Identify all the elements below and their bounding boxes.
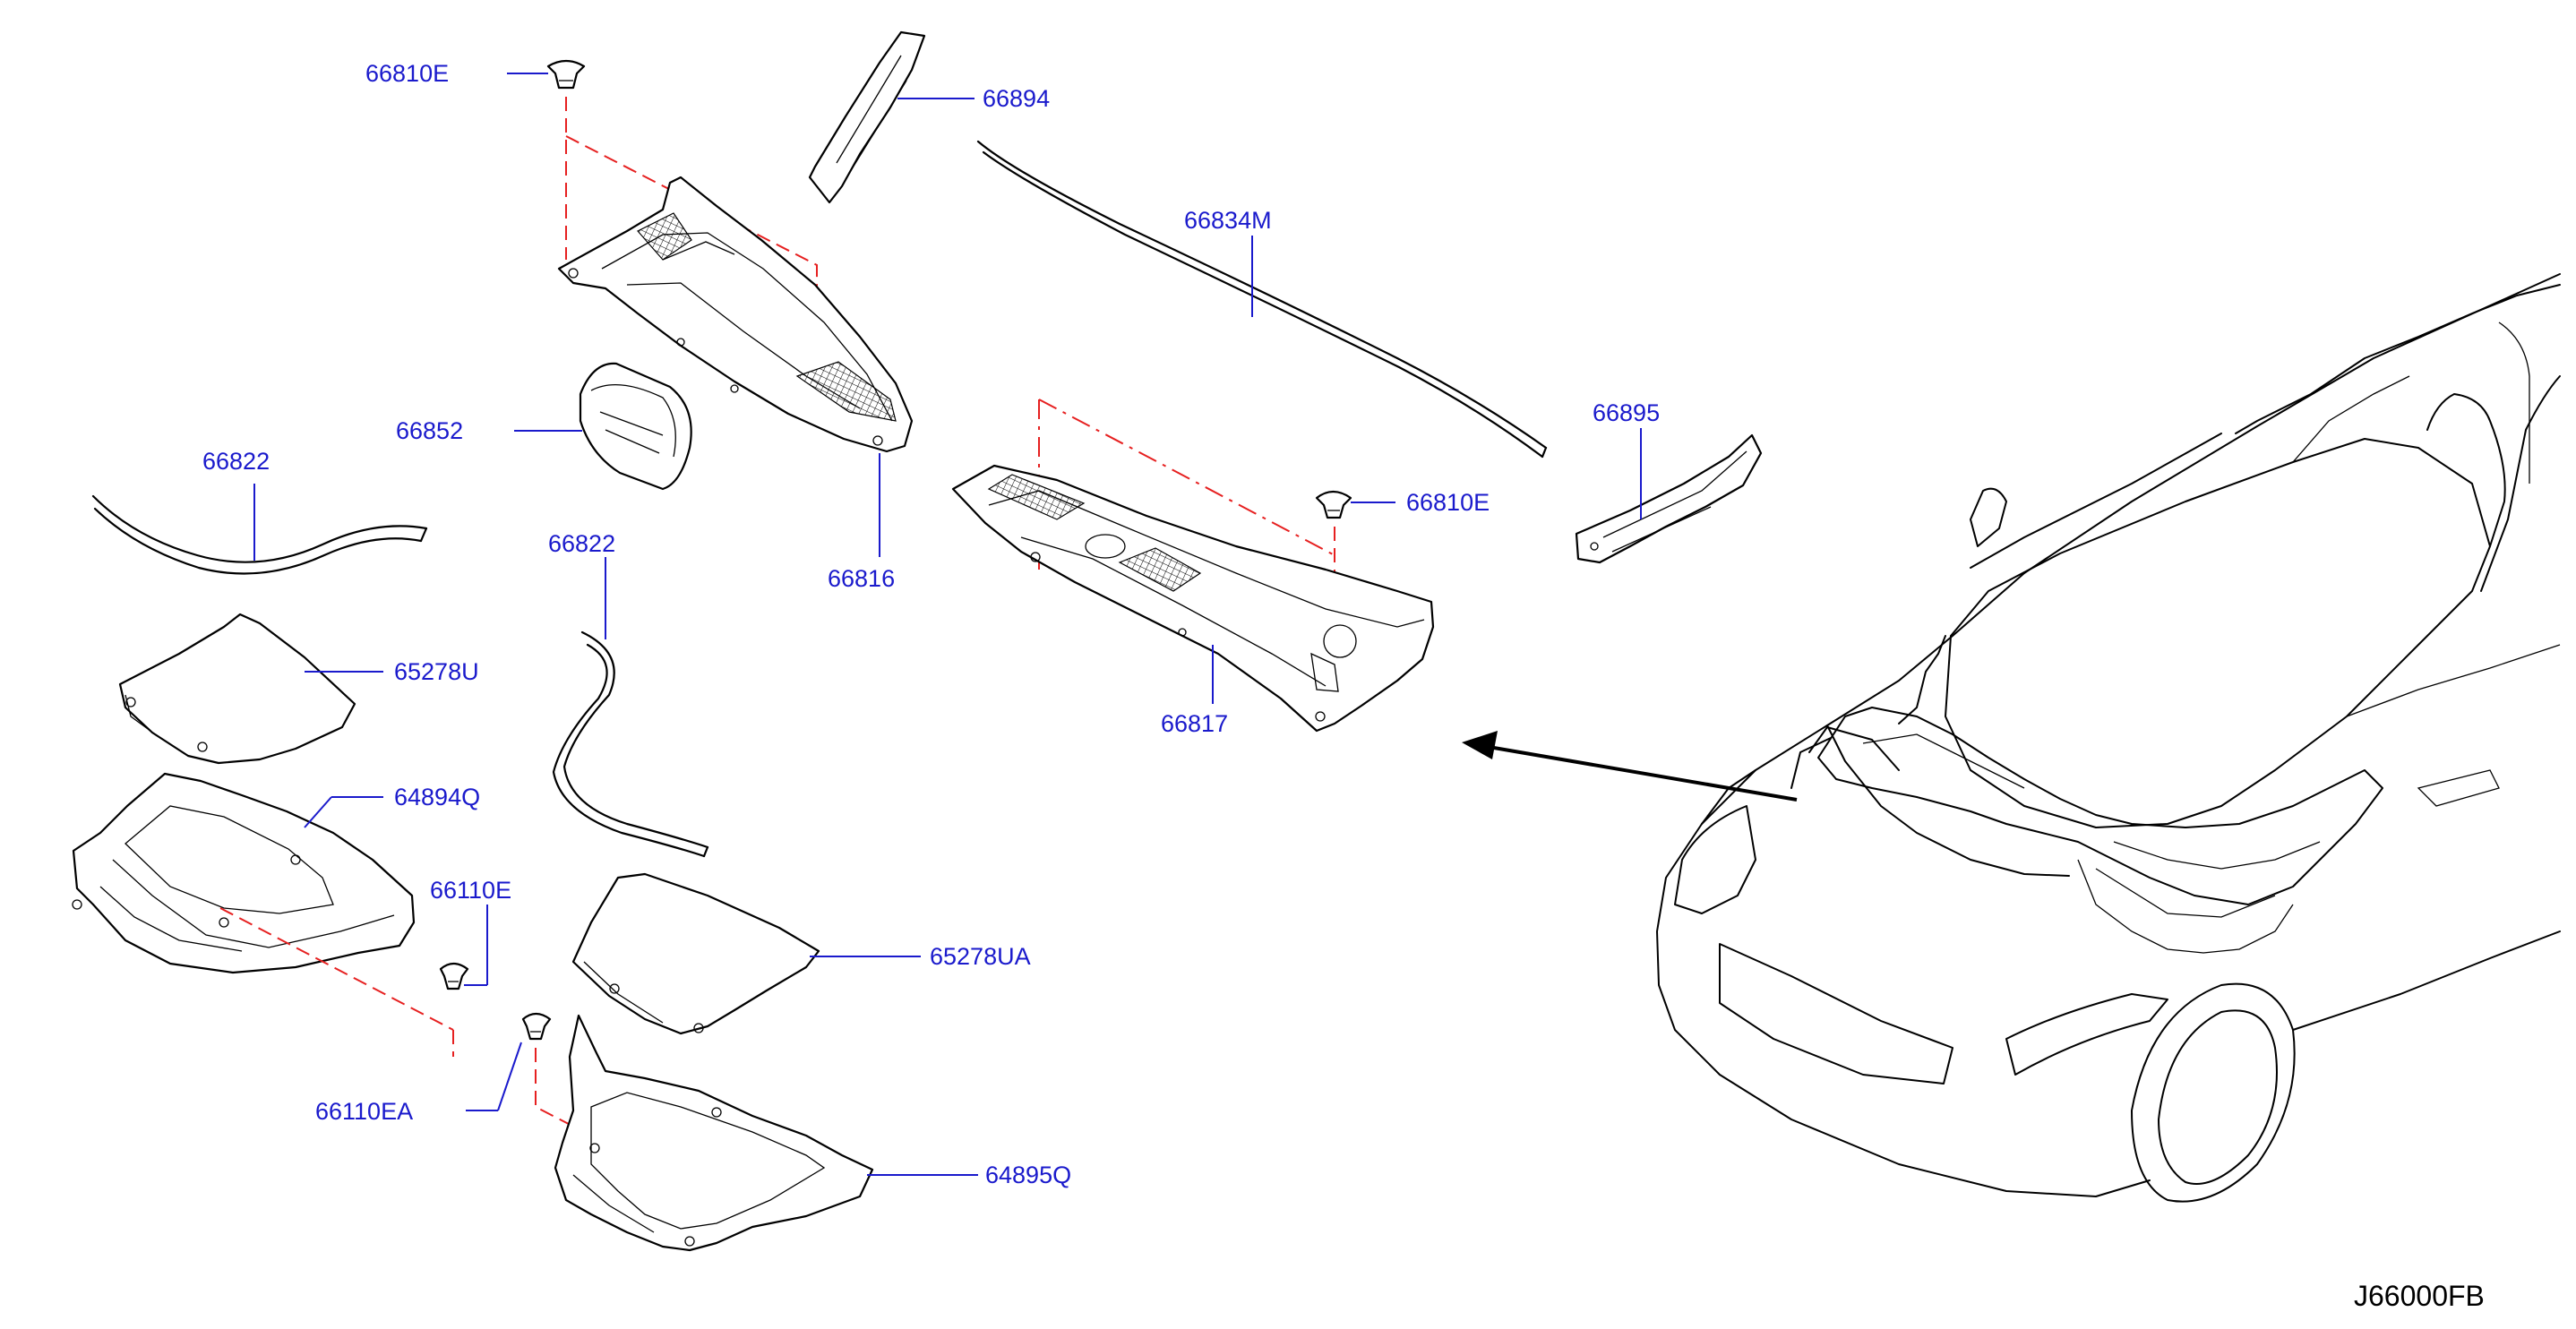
leader-66110ea-a [497, 1042, 522, 1111]
frame-64895q [554, 1014, 874, 1252]
location-arrow [1462, 731, 1798, 802]
label-66822-mid: 66822 [548, 530, 615, 557]
label-66816: 66816 [828, 565, 895, 592]
label-66810e-top: 66810E [365, 60, 449, 87]
label-64895q: 64895Q [985, 1162, 1071, 1188]
leader-64894q-a [304, 796, 332, 828]
label-65278u: 65278U [394, 658, 479, 685]
cowl-top-66816 [557, 176, 914, 453]
car-overview-illustration [1656, 273, 2561, 1203]
label-65278ua: 65278UA [930, 943, 1031, 970]
label-66895: 66895 [1593, 399, 1660, 426]
bracket-66894 [808, 30, 926, 204]
cowl-top-66817 [951, 464, 1435, 733]
clip-66810e-right [1315, 490, 1352, 519]
label-66822-left: 66822 [202, 448, 270, 475]
label-66834m: 66834M [1184, 207, 1272, 234]
label-66110e: 66110E [430, 877, 511, 904]
seal-66834m [976, 140, 1548, 459]
cover-65278u [118, 613, 356, 765]
label-66852: 66852 [396, 417, 463, 444]
frame-64894q [72, 772, 416, 974]
ref-line-64894q-diagonal [219, 907, 454, 1031]
cover-65278ua [571, 872, 820, 1035]
cap-66852 [579, 362, 692, 491]
bracket-66895 [1575, 433, 1763, 564]
label-66817: 66817 [1161, 710, 1228, 737]
clip-66110e [439, 962, 469, 990]
diagram-code: J66000FB [2354, 1280, 2485, 1312]
seal-66822-left [91, 494, 428, 575]
label-64894q: 64894Q [394, 784, 480, 810]
seal-66822-mid [552, 630, 709, 858]
clip-66810e-top [546, 59, 586, 90]
label-66110ea: 66110EA [315, 1098, 413, 1125]
label-66894: 66894 [983, 85, 1050, 112]
clip-66110ea [521, 1012, 552, 1041]
label-66810e-right: 66810E [1406, 489, 1490, 516]
ref-line-66817-diagonal [1038, 399, 1335, 556]
